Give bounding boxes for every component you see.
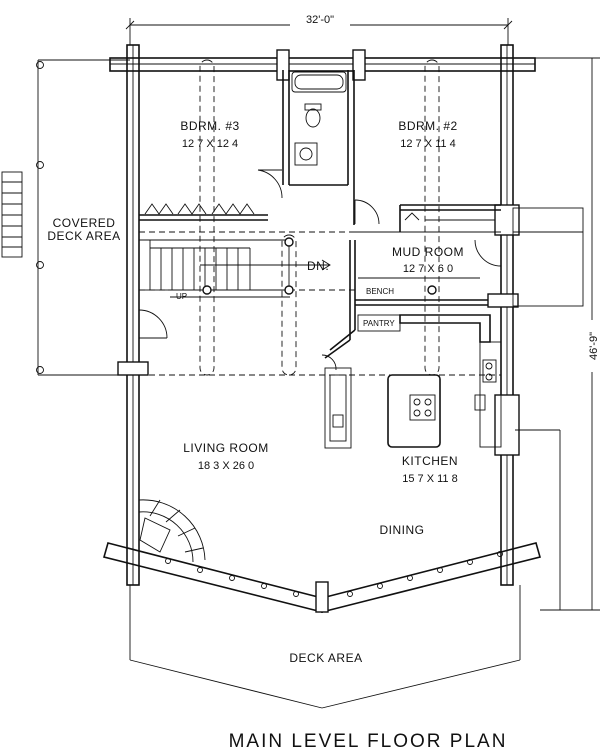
- exterior-walls: [103, 44, 541, 614]
- bedroom3-size: 12 7 X 12 4: [182, 138, 238, 150]
- depth-dimension: 46'-9": [535, 57, 600, 611]
- bedroom2-name: BDRM. #2: [398, 119, 457, 133]
- bench: BENCH: [358, 277, 480, 296]
- deck-area-label: DECK AREA: [289, 651, 362, 665]
- room-labels: BDRM. #3 12 7 X 12 4 BDRM. #2 12 7 X 11 …: [180, 119, 464, 537]
- doors: [138, 169, 502, 371]
- bedroom3-name: BDRM. #3: [180, 119, 239, 133]
- side-porch: [512, 207, 584, 307]
- kitchen-fixtures: PANTRY: [324, 314, 502, 449]
- width-dimension: 32'-0": [125, 12, 513, 45]
- bench-label: BENCH: [366, 287, 394, 296]
- log-beams: [139, 59, 501, 376]
- covered-deck: COVERED DECK AREA: [1, 59, 130, 376]
- width-dimension-label: 32'-0": [306, 14, 334, 26]
- stairs-up-label: UP: [176, 292, 187, 301]
- stairs-down-label: DN.: [307, 259, 329, 273]
- living-room-size: 18 3 X 26 0: [198, 460, 254, 472]
- covered-deck-label-1: COVERED: [53, 216, 116, 230]
- front-deck: DECK AREA: [129, 429, 561, 709]
- kitchen-name: KITCHEN: [402, 454, 458, 468]
- covered-deck-label-2: DECK AREA: [47, 229, 120, 243]
- spiral-stair: [138, 499, 206, 563]
- mudroom-size: 12 7 X 6 0: [403, 263, 453, 275]
- mudroom-name: MUD ROOM: [392, 245, 464, 259]
- pantry-label: PANTRY: [363, 319, 395, 328]
- bathroom-fixtures: [291, 71, 347, 166]
- depth-dimension-label: 46'-9": [588, 332, 600, 360]
- bedroom2-size: 12 7 X 11 4: [400, 138, 455, 150]
- staircase: DN. UP: [138, 239, 331, 301]
- living-room-name: LIVING ROOM: [183, 441, 269, 455]
- kitchen-size: 15 7 X 11 8: [402, 473, 457, 485]
- closet-doors: [144, 203, 495, 221]
- plan-title: MAIN LEVEL FLOOR PLAN: [229, 731, 508, 752]
- dining-name: DINING: [380, 523, 425, 537]
